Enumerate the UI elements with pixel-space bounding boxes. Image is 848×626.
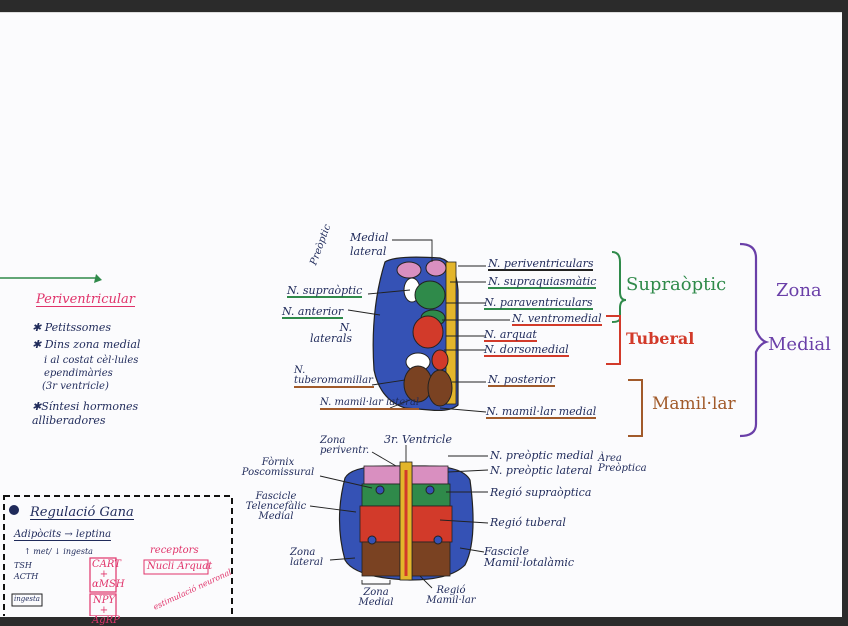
ventricle3-label: 3r. Ventricle: [384, 433, 452, 446]
area-preoptica-label: Àrea Preòptica: [598, 453, 647, 474]
fornix-label: Fòrnix Poscomissural: [241, 457, 315, 478]
tuberal-bracket: [606, 315, 621, 365]
medial-big-label: Medial: [768, 334, 831, 355]
zona-periventr-label: Zona periventr.: [320, 435, 370, 456]
arquat-red: [431, 349, 449, 371]
bottom-pointer-lines: [309, 445, 489, 589]
n-paraventriculars-label: N. paraventriculars: [484, 296, 593, 310]
n-preoptic-lateral-label: N. preòptic lateral: [490, 464, 593, 477]
supraoptic-green: [414, 280, 446, 310]
cart-label: CART + αMSH: [92, 559, 125, 590]
preoptic-lateral-pink: [396, 261, 422, 279]
note-item: ✱ Dins zona medial: [32, 338, 141, 351]
regulacio-box-outline: [3, 495, 233, 616]
top-arrow-head: [94, 274, 102, 283]
receptors-label: receptors: [150, 545, 199, 556]
zona-label: Zona: [776, 280, 822, 301]
box-note: TSH: [14, 561, 32, 570]
zone-tuberal-label: Tuberal: [626, 329, 695, 348]
bottom-hypothalamus-diagram: [338, 461, 474, 581]
n-mamillar-medial-label: N. mamil·lar medial: [486, 405, 597, 419]
n-periventriculars-label: N. periventriculars: [488, 257, 594, 271]
periventricular-notes: ✱ Petitssomes ✱ Dins zona medial i al co…: [32, 322, 144, 429]
npy-label: NPY + AgRP: [92, 595, 120, 626]
n-posterior-label: N. posterior: [488, 373, 555, 387]
fascicle-tel-label: Fascicle Telencefàlic Medial: [245, 491, 307, 522]
n-arquat-label: N. arquat: [484, 328, 537, 342]
medial-label: Medial: [350, 231, 389, 244]
top-hypothalamus-diagram: [372, 256, 459, 412]
zona-medial-bottom-label: Zona Medial: [358, 587, 394, 608]
note-item: (3r ventricle): [42, 381, 109, 392]
periventricular-title: Periventricular: [36, 292, 136, 307]
box-note: ACTH: [14, 572, 39, 581]
supraoptic-bracket: [611, 251, 627, 323]
n-mamillar-lateral-label: N. mamil·lar lateral: [320, 397, 420, 410]
zona-lateral-label: Zona lateral: [290, 547, 324, 568]
top-pointer-lines: [347, 239, 510, 413]
n-dorsomedial-label: N. dorsomedial: [484, 343, 569, 357]
third-ventricle-yellow: [445, 261, 457, 405]
lateral-label: lateral: [350, 245, 387, 258]
regio-supraoptica-label: Regió supraòptica: [490, 486, 592, 499]
n-tuberomamillar-label: N. tuberomamillar: [294, 365, 374, 388]
n-supraquiasmatic-label: N. supraquiasmàtic: [488, 275, 597, 289]
mamillar-bracket: [628, 379, 643, 437]
note-item: ✱Síntesi hormones alliberadores: [32, 400, 139, 428]
box-note: ingesta: [14, 595, 40, 603]
regio-tuberal-label: Regió tuberal: [490, 516, 566, 529]
n-supraoptic-label: N. supraòptic: [287, 284, 363, 298]
n-ventromedial-label: N. ventromedial: [512, 312, 602, 326]
adipocits-label: Adipòcits → leptina: [14, 529, 112, 541]
preoptic-medial-pink: [425, 259, 447, 277]
mamillar-brown-2: [427, 369, 453, 407]
nucli-label: Nucli Arquat: [147, 561, 213, 572]
tuberal-red: [412, 315, 444, 349]
n-preoptic-medial-label: N. preòptic medial: [490, 449, 594, 462]
regulacio-title: Regulació Gana: [30, 505, 134, 520]
note-item: ✱ Petitssomes: [32, 321, 111, 334]
n-laterals-label: N. laterals: [310, 321, 352, 345]
zone-mamillar-label: Mamil·lar: [652, 394, 736, 414]
zona-medial-bracket: [739, 242, 770, 438]
box-note: ↑ met/ ↓ ingesta: [24, 547, 93, 556]
zone-supraoptic-label: Supraòptic: [626, 274, 727, 295]
regio-mamillar-label: Regió Mamil·lar: [426, 585, 476, 606]
note-item: i al costat cèl·lules ependimàries: [44, 355, 139, 379]
fascicle-mam-label: Fascicle Mamil·lotalàmic: [484, 545, 575, 569]
n-anterior-label: N. anterior: [282, 305, 344, 319]
